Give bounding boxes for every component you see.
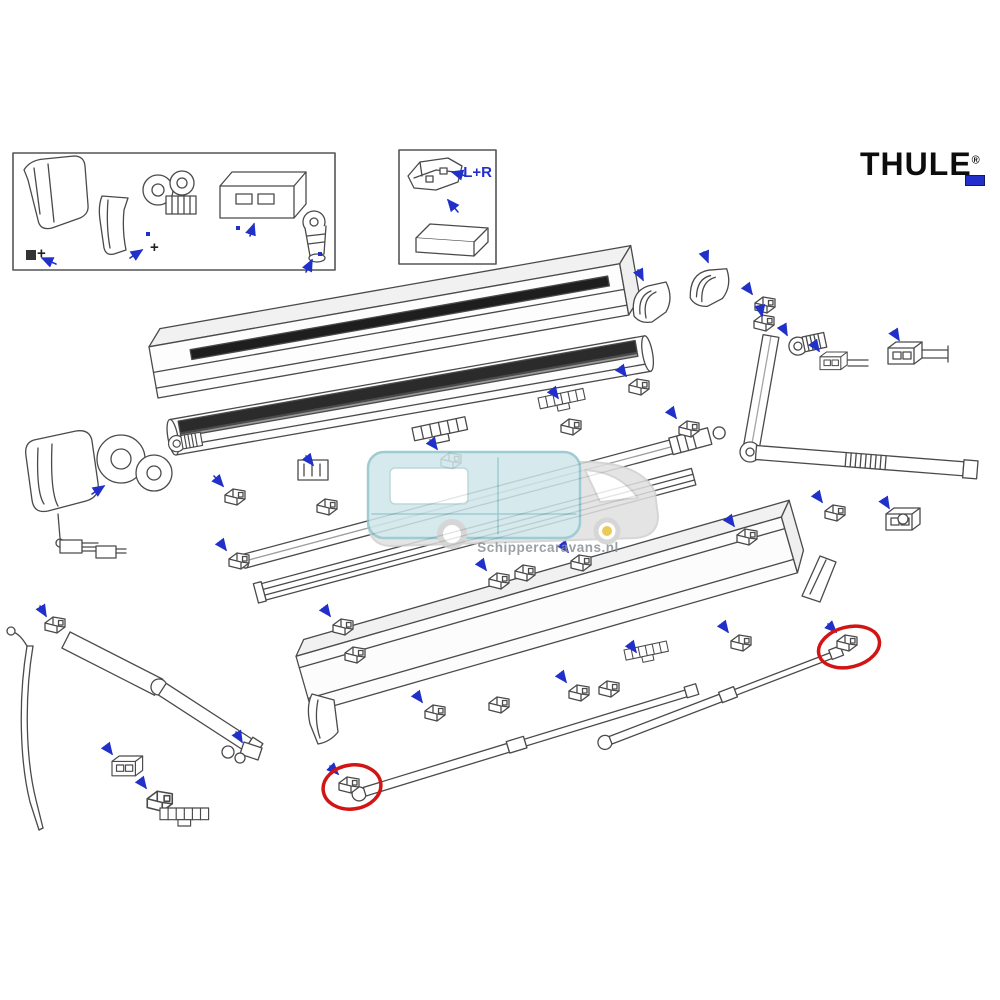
endcap-part	[23, 155, 89, 230]
blue-dot-icon	[236, 226, 240, 230]
mount-box-icon	[819, 351, 848, 371]
highlighted-clip-right-icon	[836, 634, 858, 652]
clip-bracket-icon	[488, 696, 510, 714]
blue-dot-icon	[146, 232, 150, 236]
rail-bracket-icon	[411, 416, 470, 449]
clip-bracket-icon	[568, 684, 590, 702]
clip-bracket-icon	[560, 418, 582, 436]
arm-top-bracket-icon	[753, 314, 775, 332]
panel-end-cap-left	[307, 693, 339, 745]
plus-symbol: +	[150, 239, 159, 256]
mount-box-icon	[887, 341, 923, 365]
roller-end-discs	[96, 434, 173, 492]
thule-logo-text: THULE	[860, 146, 972, 182]
rail-bracket-icon	[537, 387, 587, 416]
arm-top-bracket-icon	[44, 616, 66, 634]
tension-rafter-left	[351, 683, 700, 802]
clip-bracket-icon	[316, 498, 338, 516]
support-arm-left	[44, 616, 264, 764]
thule-logo: THULE®	[860, 146, 985, 186]
panel-end-cap	[801, 555, 837, 603]
mount-pins	[847, 359, 869, 367]
awning-pole	[6, 626, 44, 831]
watermark: Schippercaravans.nl	[366, 450, 659, 555]
rail-bracket-icon	[159, 807, 210, 827]
clamp-part	[98, 195, 129, 256]
mount-pins	[921, 345, 949, 363]
clip-bracket-icon	[824, 504, 846, 522]
gearbox-part	[142, 170, 197, 215]
cover-box-part	[219, 171, 307, 219]
red-highlight-circle-right	[816, 624, 882, 670]
red-highlight-circle-left	[321, 763, 383, 811]
callout-arrows	[35, 169, 900, 790]
connector-box-icon	[111, 755, 144, 777]
clip-bracket-icon	[730, 634, 752, 652]
left-right-label: L+R	[463, 164, 492, 181]
screw-icon	[26, 250, 36, 260]
clip-bracket-icon	[754, 296, 776, 314]
inset-bracket-kit: L+R	[398, 149, 497, 265]
awning-fabric-roll	[166, 335, 655, 456]
clip-bracket-icon	[424, 704, 446, 722]
tension-rafter-right	[597, 645, 845, 751]
front-cover-panel	[295, 499, 805, 713]
caravan-wheel	[437, 519, 467, 549]
blue-dot-icon	[318, 252, 322, 256]
clip-bracket-icon	[628, 378, 650, 396]
clip-bracket-icon	[224, 488, 246, 506]
open-box-part	[415, 223, 489, 257]
end-shell-icon	[687, 263, 732, 310]
wheel-hub	[602, 526, 612, 536]
support-arm-right	[739, 314, 979, 480]
clip-bracket-icon	[598, 680, 620, 698]
thule-logo-flag-icon	[964, 175, 985, 186]
caravan-window	[389, 467, 469, 505]
cassette-end-cap-left	[25, 430, 99, 548]
cone-roller-end-part	[302, 210, 327, 263]
inset-endcap-kit: + +	[12, 152, 336, 271]
arm-motor-icon	[786, 330, 828, 358]
hinge-plates	[59, 539, 127, 559]
registered-mark: ®	[971, 154, 981, 167]
plus-symbol: +	[37, 245, 46, 262]
wall-mount-hole	[897, 513, 909, 525]
watermark-text: Schippercaravans.nl	[477, 540, 619, 555]
mounting-bracket-part	[407, 157, 463, 191]
slot-plate	[297, 459, 329, 481]
